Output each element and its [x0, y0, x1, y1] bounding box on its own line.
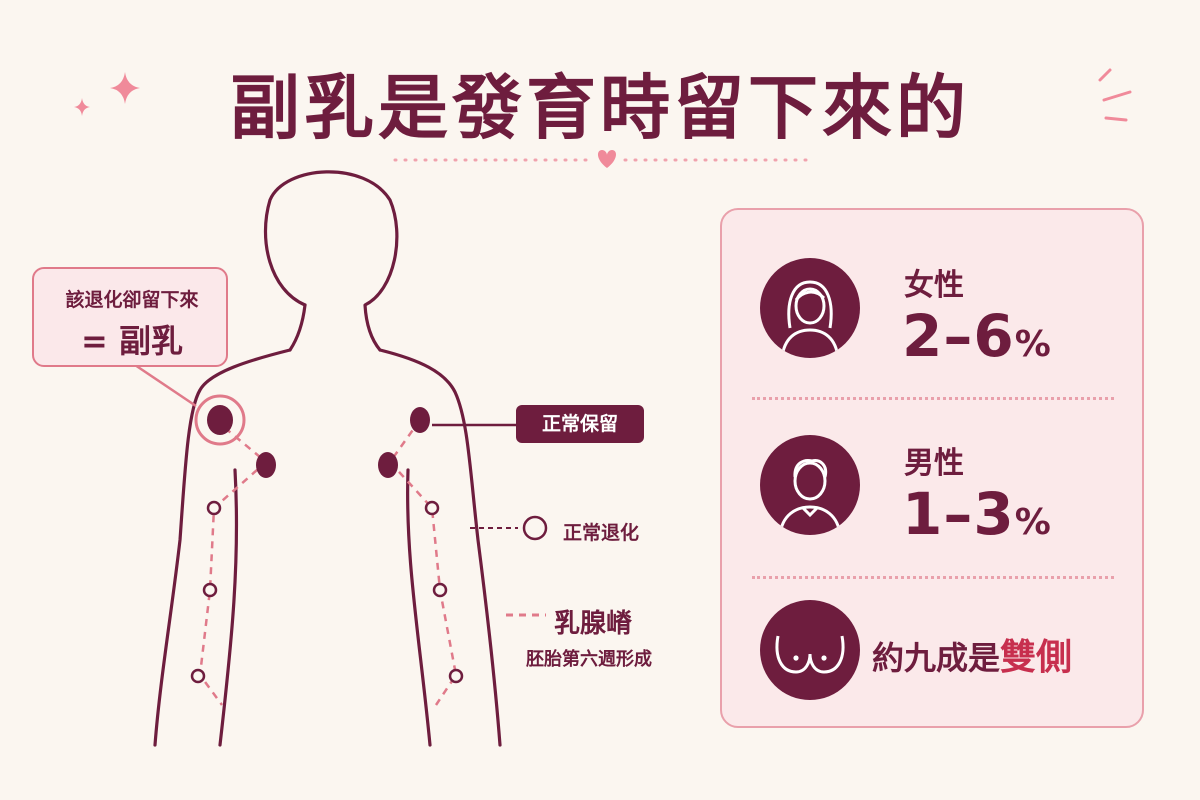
regressed-point	[190, 668, 206, 684]
legend-regressed-circle	[522, 515, 548, 541]
callout-definition: = 副乳	[81, 322, 183, 360]
page-title: 副乳是發育時留下來的	[230, 67, 970, 149]
bilateral-highlight: 雙側	[1000, 637, 1073, 678]
milk-line-right	[388, 419, 458, 706]
normal-regressed-label: 正常退化	[563, 522, 640, 544]
regressed-point	[448, 668, 464, 684]
callout-pointer	[134, 363, 197, 408]
breasts-icon	[760, 600, 860, 700]
accessory-nipple-highlight	[194, 394, 246, 446]
female-unit: %	[1014, 324, 1052, 365]
woman-icon	[760, 258, 860, 358]
nipple-right	[378, 452, 398, 478]
normal-retained-tag: 正常保留	[516, 405, 644, 443]
man-icon	[760, 435, 860, 535]
female-label: 女性	[904, 268, 964, 303]
body-outline	[153, 170, 502, 747]
stats-divider	[752, 397, 1114, 400]
bilateral-prefix: 約九成是	[872, 639, 1001, 677]
milk-line-label: 乳腺嵴	[554, 609, 633, 639]
female-value: 2–6	[902, 302, 1015, 370]
sparkle-icon	[110, 72, 140, 104]
regressed-point	[424, 500, 440, 516]
milk-line-note: 胚胎第六週形成	[526, 649, 652, 670]
male-percentage: 1–3%	[902, 480, 1052, 548]
accessory-nipple-right	[410, 407, 430, 433]
male-label: 男性	[904, 446, 964, 481]
regressed-point	[202, 582, 218, 598]
female-percentage: 2–6%	[902, 302, 1052, 370]
milk-line-left	[198, 427, 268, 706]
regressed-point	[206, 500, 222, 516]
accent-strokes-icon	[1098, 68, 1132, 122]
accessory-nipple	[207, 405, 233, 435]
sparkle-icon	[74, 98, 90, 116]
male-value: 1–3	[902, 480, 1015, 548]
nipple-left	[256, 452, 276, 478]
male-unit: %	[1014, 502, 1052, 543]
accessory-breast-callout: 該退化卻留下來 = 副乳	[32, 267, 228, 367]
regressed-point	[432, 582, 448, 598]
stats-divider	[752, 576, 1114, 579]
regressed-points	[190, 500, 464, 684]
callout-text: 該退化卻留下來	[65, 289, 199, 311]
bilateral-statement: 約九成是雙側	[872, 628, 1072, 680]
heart-icon	[597, 150, 617, 168]
stats-panel: 女性 2–6% 男性 1–3% 約九成是雙側	[720, 208, 1144, 728]
